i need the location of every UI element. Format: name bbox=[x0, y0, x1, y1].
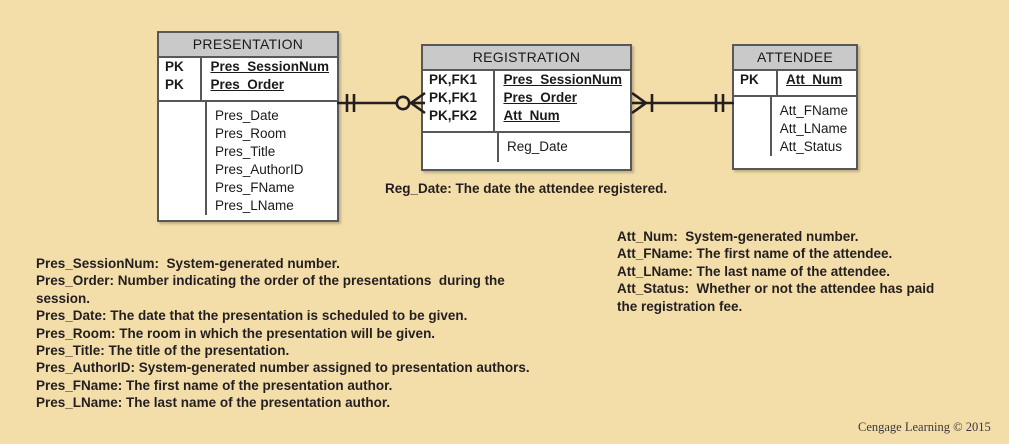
entity-attendee[interactable]: ATTENDEE PK Att_Num Att_FName Att_ bbox=[732, 44, 858, 170]
attribute-row: PK Pres_Order bbox=[159, 76, 337, 94]
attribute-name: Att_Num bbox=[786, 72, 843, 87]
attribute-row-spacer bbox=[159, 101, 337, 107]
entity-attendee-key-section: PK Att_Num bbox=[734, 71, 856, 95]
attribute-key-spacer bbox=[734, 89, 778, 95]
definition-item: Pres_SessionNum: System-generated number… bbox=[36, 256, 340, 271]
entity-presentation-attr-section: Pres_Date Pres_Room Pres_Title Pres_Auth… bbox=[159, 100, 337, 215]
attribute-name: Pres_FName bbox=[215, 180, 295, 195]
definition-item: Pres_AuthorID: System-generated number a… bbox=[36, 360, 530, 376]
attribute-key: PK,FK1 bbox=[423, 71, 496, 89]
attribute-key bbox=[159, 161, 207, 179]
cardinality-zero-circle bbox=[395, 95, 411, 111]
attribute-row: Pres_FName bbox=[159, 179, 337, 197]
footer-credit: Cengage Learning © 2015 bbox=[858, 420, 991, 434]
attribute-row: Pres_AuthorID bbox=[159, 161, 337, 179]
definition-item: Pres_Date: The date that the presentatio… bbox=[36, 308, 468, 324]
attribute-key: PK bbox=[734, 71, 778, 89]
definition-item: Pres_Order: Number indicating the order … bbox=[36, 273, 505, 306]
attribute-key bbox=[159, 107, 207, 125]
attribute-key-spacer bbox=[423, 156, 499, 162]
attribute-row: Pres_LName bbox=[159, 197, 337, 215]
caption-reg-date: Reg_Date: The date the attendee register… bbox=[385, 181, 668, 196]
attribute-key bbox=[734, 102, 772, 120]
entity-registration[interactable]: REGISTRATION PK,FK1 Pres_SessionNum PK,F… bbox=[421, 44, 632, 171]
attribute-name: Pres_Order bbox=[210, 77, 284, 92]
attribute-row: PK Att_Num bbox=[734, 71, 856, 89]
definition-list-attendee: Att_Num: System-generated number. Att_FN… bbox=[617, 228, 1002, 315]
entity-registration-title: REGISTRATION bbox=[423, 46, 630, 71]
attribute-key: PK bbox=[159, 58, 203, 76]
attribute-name: Reg_Date bbox=[507, 139, 568, 154]
attribute-name: Pres_Date bbox=[215, 108, 279, 123]
attribute-row-spacer bbox=[734, 89, 856, 95]
attribute-row: PK,FK2 Att_Num bbox=[423, 107, 630, 125]
attribute-key bbox=[159, 143, 207, 161]
attribute-name-spacer bbox=[498, 156, 630, 162]
attribute-row-spacer bbox=[159, 94, 337, 100]
attribute-row: PK,FK1 Pres_Order bbox=[423, 89, 630, 107]
attribute-name: Att_FName bbox=[779, 103, 848, 118]
definition-item: Pres_Room: The room in which the present… bbox=[36, 325, 436, 341]
relationship-registration-attendee[interactable] bbox=[630, 86, 734, 120]
definition-item: Pres_LName: The last name of the present… bbox=[36, 395, 391, 411]
entity-presentation[interactable]: PRESENTATION PK Pres_SessionNum PK Pres_… bbox=[157, 31, 339, 222]
attribute-key bbox=[159, 179, 207, 197]
attribute-row-spacer bbox=[423, 125, 630, 131]
attribute-key bbox=[423, 138, 499, 156]
attribute-key bbox=[159, 125, 207, 143]
definition-item: Att_FName: The first name of the attende… bbox=[617, 246, 893, 262]
crows-foot-lower bbox=[631, 101, 647, 115]
attribute-name: Pres_Order bbox=[503, 90, 577, 105]
definition-item: Pres_FName: The first name of the presen… bbox=[36, 377, 393, 393]
entity-registration-key-section: PK,FK1 Pres_SessionNum PK,FK1 Pres_Order… bbox=[423, 71, 630, 131]
attribute-key-spacer bbox=[159, 94, 203, 100]
attribute-name: Pres_AuthorID bbox=[215, 162, 304, 177]
attribute-name: Att_LName bbox=[779, 121, 848, 136]
attribute-name: Pres_Title bbox=[215, 144, 276, 159]
attribute-key-spacer bbox=[734, 96, 772, 102]
entity-presentation-title: PRESENTATION bbox=[159, 33, 337, 58]
attribute-row: Att_Status bbox=[734, 138, 856, 156]
attribute-name: Att_Num bbox=[503, 108, 560, 123]
attribute-key: PK bbox=[159, 76, 203, 94]
attribute-row: Reg_Date bbox=[423, 138, 630, 156]
crows-foot-upper bbox=[631, 91, 647, 105]
attribute-name: Pres_SessionNum bbox=[210, 59, 329, 74]
attribute-name: Att_Status bbox=[779, 139, 843, 154]
attribute-row: Pres_Date bbox=[159, 107, 337, 125]
attribute-name: Pres_Room bbox=[215, 126, 287, 141]
definition-item: Att_LName: The last name of the attendee… bbox=[617, 263, 891, 279]
attribute-name: Pres_LName bbox=[215, 198, 294, 213]
attribute-key bbox=[159, 197, 207, 215]
attribute-row: Pres_Title bbox=[159, 143, 337, 161]
attribute-row-spacer bbox=[423, 156, 630, 162]
entity-attendee-title: ATTENDEE bbox=[734, 46, 856, 71]
definition-item: Att_Status: Whether or not the attendee … bbox=[617, 281, 935, 314]
relationship-presentation-registration[interactable] bbox=[337, 86, 427, 120]
definition-list-presentation: Pres_SessionNum: System-generated number… bbox=[36, 255, 606, 412]
attribute-name: Pres_SessionNum bbox=[503, 72, 622, 87]
attribute-row: PK Pres_SessionNum bbox=[159, 58, 337, 76]
attribute-row-spacer bbox=[734, 96, 856, 102]
definition-item: Pres_Title: The title of the presentatio… bbox=[36, 343, 290, 359]
entity-presentation-key-section: PK Pres_SessionNum PK Pres_Order bbox=[159, 58, 337, 100]
attribute-row-spacer bbox=[423, 132, 630, 138]
attribute-key-spacer bbox=[423, 132, 499, 138]
attribute-key bbox=[734, 120, 772, 138]
crows-foot-upper bbox=[410, 91, 426, 105]
attribute-row: Pres_Room bbox=[159, 125, 337, 143]
crows-foot-lower bbox=[410, 101, 426, 115]
entity-registration-attr-section: Reg_Date bbox=[423, 131, 630, 162]
attribute-key-spacer bbox=[423, 125, 496, 131]
definition-item: Att_Num: System-generated number. bbox=[617, 229, 859, 244]
attribute-row: PK,FK1 Pres_SessionNum bbox=[423, 71, 630, 89]
attribute-row: Att_FName bbox=[734, 102, 856, 120]
attribute-key: PK,FK2 bbox=[423, 107, 496, 125]
attribute-key bbox=[734, 138, 772, 156]
entity-attendee-attr-section: Att_FName Att_LName Att_Status bbox=[734, 95, 856, 156]
attribute-key-spacer bbox=[159, 101, 207, 107]
attribute-key: PK,FK1 bbox=[423, 89, 496, 107]
attribute-row: Att_LName bbox=[734, 120, 856, 138]
